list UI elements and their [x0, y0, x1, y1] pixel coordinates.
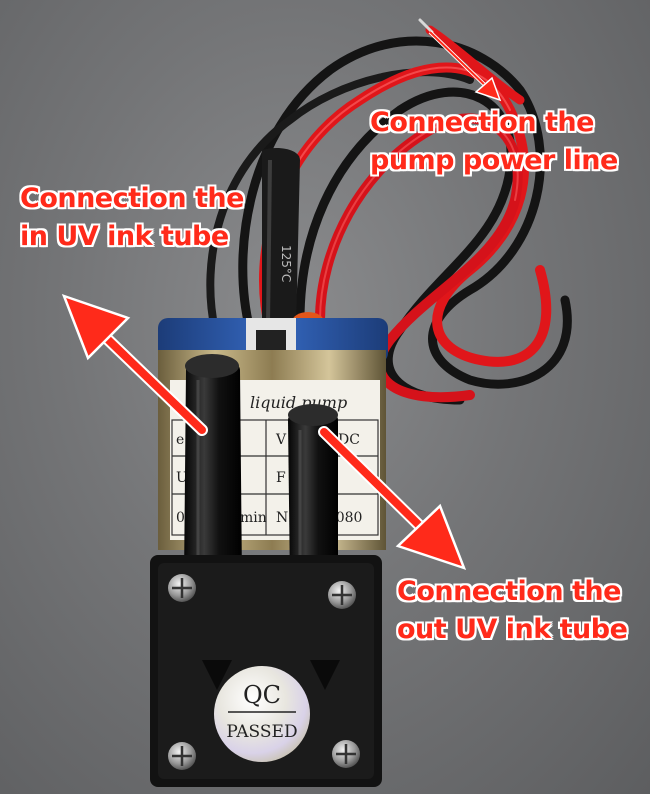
annotation-power-line: Connection the pump power line [370, 104, 618, 180]
qc-text: QC [243, 681, 281, 709]
heat-shrink-sleeve: 125°C [262, 148, 300, 330]
arrow-out-tube [318, 426, 467, 571]
power-wires [206, 18, 572, 405]
ink-tubes [184, 354, 338, 585]
annotation-arrows [61, 30, 502, 571]
annotation-out-tube-2: out UV ink tube [397, 614, 628, 645]
qc-passed-sticker: QC PASSED [214, 666, 310, 762]
pump-label-n: N [276, 510, 288, 526]
annotation-power-line-2: pump power line [370, 145, 618, 176]
wire-temp-print: 125°C [279, 245, 293, 282]
annotation-power-line-1: Connection the [370, 107, 594, 138]
passed-text: PASSED [226, 722, 297, 742]
annotation-in-tube: Connection the in UV ink tube [20, 180, 244, 256]
annotation-in-tube-1: Connection the [20, 183, 244, 214]
arrow-in-tube [61, 293, 208, 436]
screw-heads [168, 574, 360, 770]
arrow-power-line [428, 30, 502, 102]
pump-label-voltage: V [275, 432, 287, 448]
annotation-in-tube-2: in UV ink tube [20, 221, 229, 252]
pump-label-min: min [240, 510, 267, 526]
annotation-out-tube: Connection the out UV ink tube [397, 573, 628, 649]
annotation-out-tube-1: Connection the [397, 576, 621, 607]
pump-label-flow: F [276, 470, 286, 486]
